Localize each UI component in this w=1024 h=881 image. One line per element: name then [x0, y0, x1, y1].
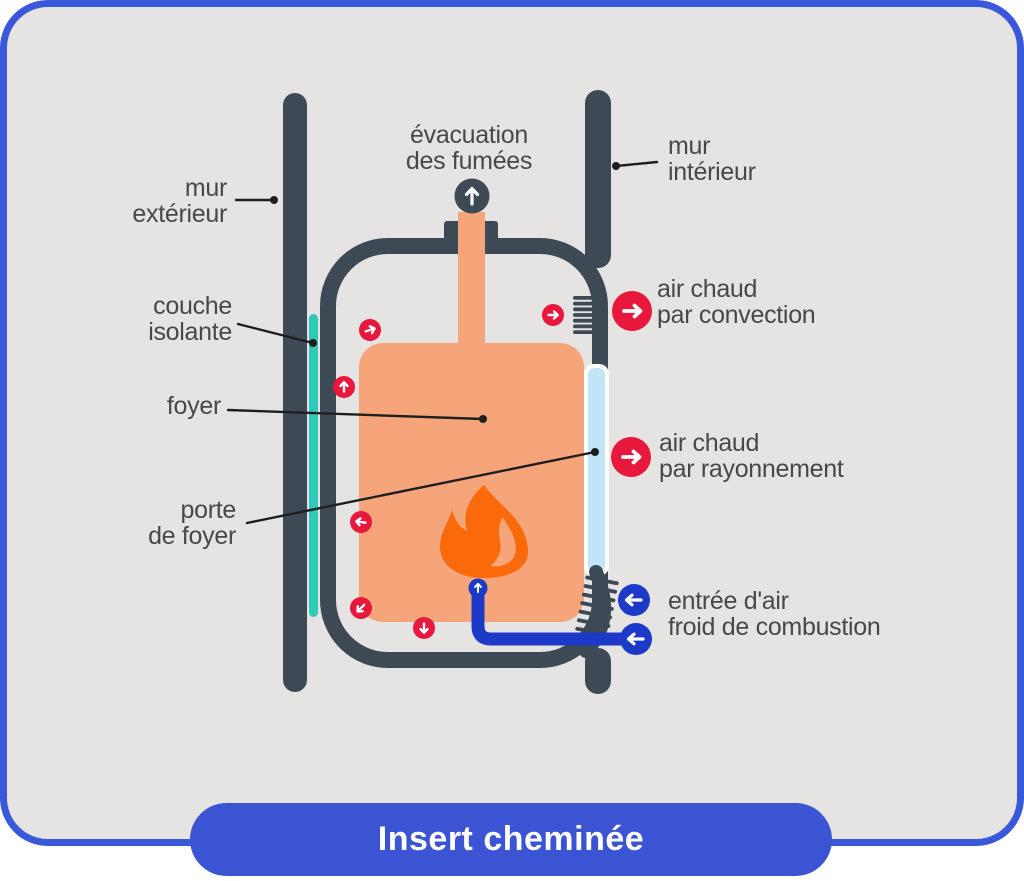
- cold-air-arrow-icon: [620, 623, 652, 655]
- label-evacuation-fumees: évacuation des fumées: [405, 121, 533, 175]
- glass-door: [584, 364, 609, 576]
- hot-air-arrow-icon: [333, 376, 355, 398]
- rayonnement-arrow-icon: [611, 437, 651, 477]
- label-air-chaud-convection: air chaud par convection: [657, 275, 816, 329]
- label-porte-de-foyer: porte de foyer: [148, 496, 236, 550]
- label-foyer: foyer: [166, 392, 221, 420]
- convection-arrow-icon: [612, 291, 652, 331]
- label-couche-isolante: couche isolante: [148, 292, 232, 346]
- insulation-layer: [309, 314, 318, 617]
- label-mur-exterieur: mur extérieur: [132, 174, 227, 228]
- leader-lines: [226, 160, 659, 525]
- interior-wall-upper: [585, 90, 611, 268]
- chimney-pipe: [458, 212, 485, 352]
- air-intake-pipe: [471, 583, 647, 646]
- hot-air-arrow-icon: [413, 617, 435, 639]
- hot-air-arrow-icon: [350, 597, 372, 619]
- air-inlet-arrow-icon: [468, 578, 488, 598]
- label-entree-air-froid: entrée d'air froid de combustion: [668, 587, 881, 641]
- label-air-chaud-rayonnement: air chaud par rayonnement: [659, 429, 844, 483]
- smoke-arrow-icon: [454, 178, 490, 214]
- convection-coil-icon: [573, 296, 606, 334]
- firebox: [359, 343, 584, 622]
- flame-icon: [440, 485, 528, 578]
- label-mur-interieur: mur intérieur: [668, 132, 756, 186]
- title-bar: Insert cheminée: [190, 803, 832, 876]
- cold-air-arrow-icon: [618, 584, 650, 616]
- hot-air-arrow-icon: [350, 511, 372, 533]
- exterior-wall: [283, 93, 307, 692]
- combustion-coil-icon: [575, 575, 619, 637]
- hot-air-arrow-icon: [359, 319, 381, 341]
- hot-air-arrow-icon: [542, 304, 564, 326]
- interior-wall-lower: [585, 648, 611, 694]
- page-title: Insert cheminée: [377, 820, 645, 858]
